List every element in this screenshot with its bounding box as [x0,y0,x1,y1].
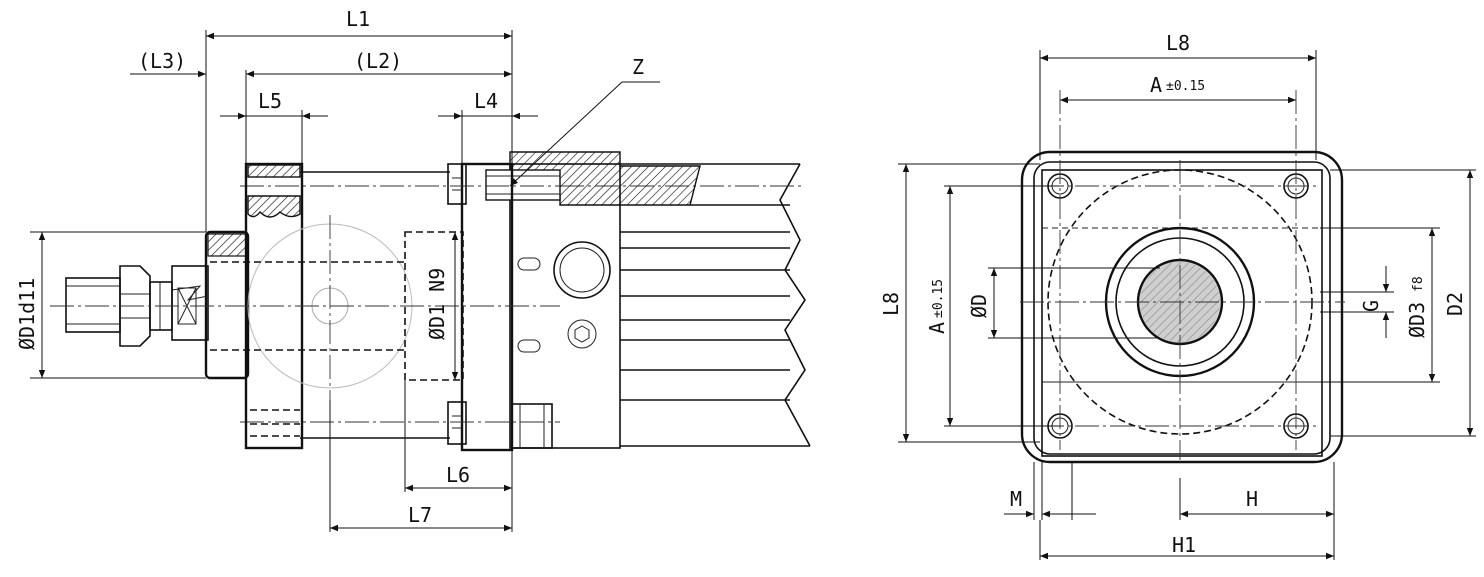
label-D3-tolerance: f8 [1411,276,1426,292]
label-Z: Z [632,55,644,79]
front-dimensions [898,50,1476,560]
label-L8-left: L8 [879,292,903,316]
label-L5: L5 [258,89,282,113]
label-L2: (L2) [354,49,402,73]
piston-rod [171,230,250,380]
label-A-left-tolerance: ±0.15 [931,279,946,318]
label-L6: L6 [446,463,470,487]
label-L3: (L3) [138,49,186,73]
label-L1: L1 [346,7,370,31]
end-cap [485,151,701,449]
cylinder-tube [560,163,811,447]
label-M: M [1010,487,1022,511]
label-D1d11: ØD1d11 [15,278,39,350]
label-A-left: A [925,322,949,334]
label-G: G [1359,300,1383,312]
label-L8-top: L8 [1166,31,1190,55]
label-D2: D2 [1443,292,1467,316]
side-dimensions [30,30,660,532]
label-H: H [1246,487,1258,511]
label-A-top-tolerance: ±0.15 [1166,79,1205,94]
label-D1N9: ØD1 N9 [425,268,449,340]
flange [447,162,514,452]
label-D: ØD [967,294,991,318]
label-D3: ØD3 [1405,302,1429,338]
side-view: L1 (L2) (L3) L5 L4 Z ØD1d11 ØD1 N9 L6 L7 [15,7,811,532]
label-L4: L4 [474,89,498,113]
label-L7: L7 [408,503,432,527]
front-view: L8 A ±0.15 L8 A ±0.15 ØD G ØD3 f8 D2 M H… [879,31,1476,560]
label-H1: H1 [1172,533,1196,557]
label-A-top: A [1150,73,1162,97]
